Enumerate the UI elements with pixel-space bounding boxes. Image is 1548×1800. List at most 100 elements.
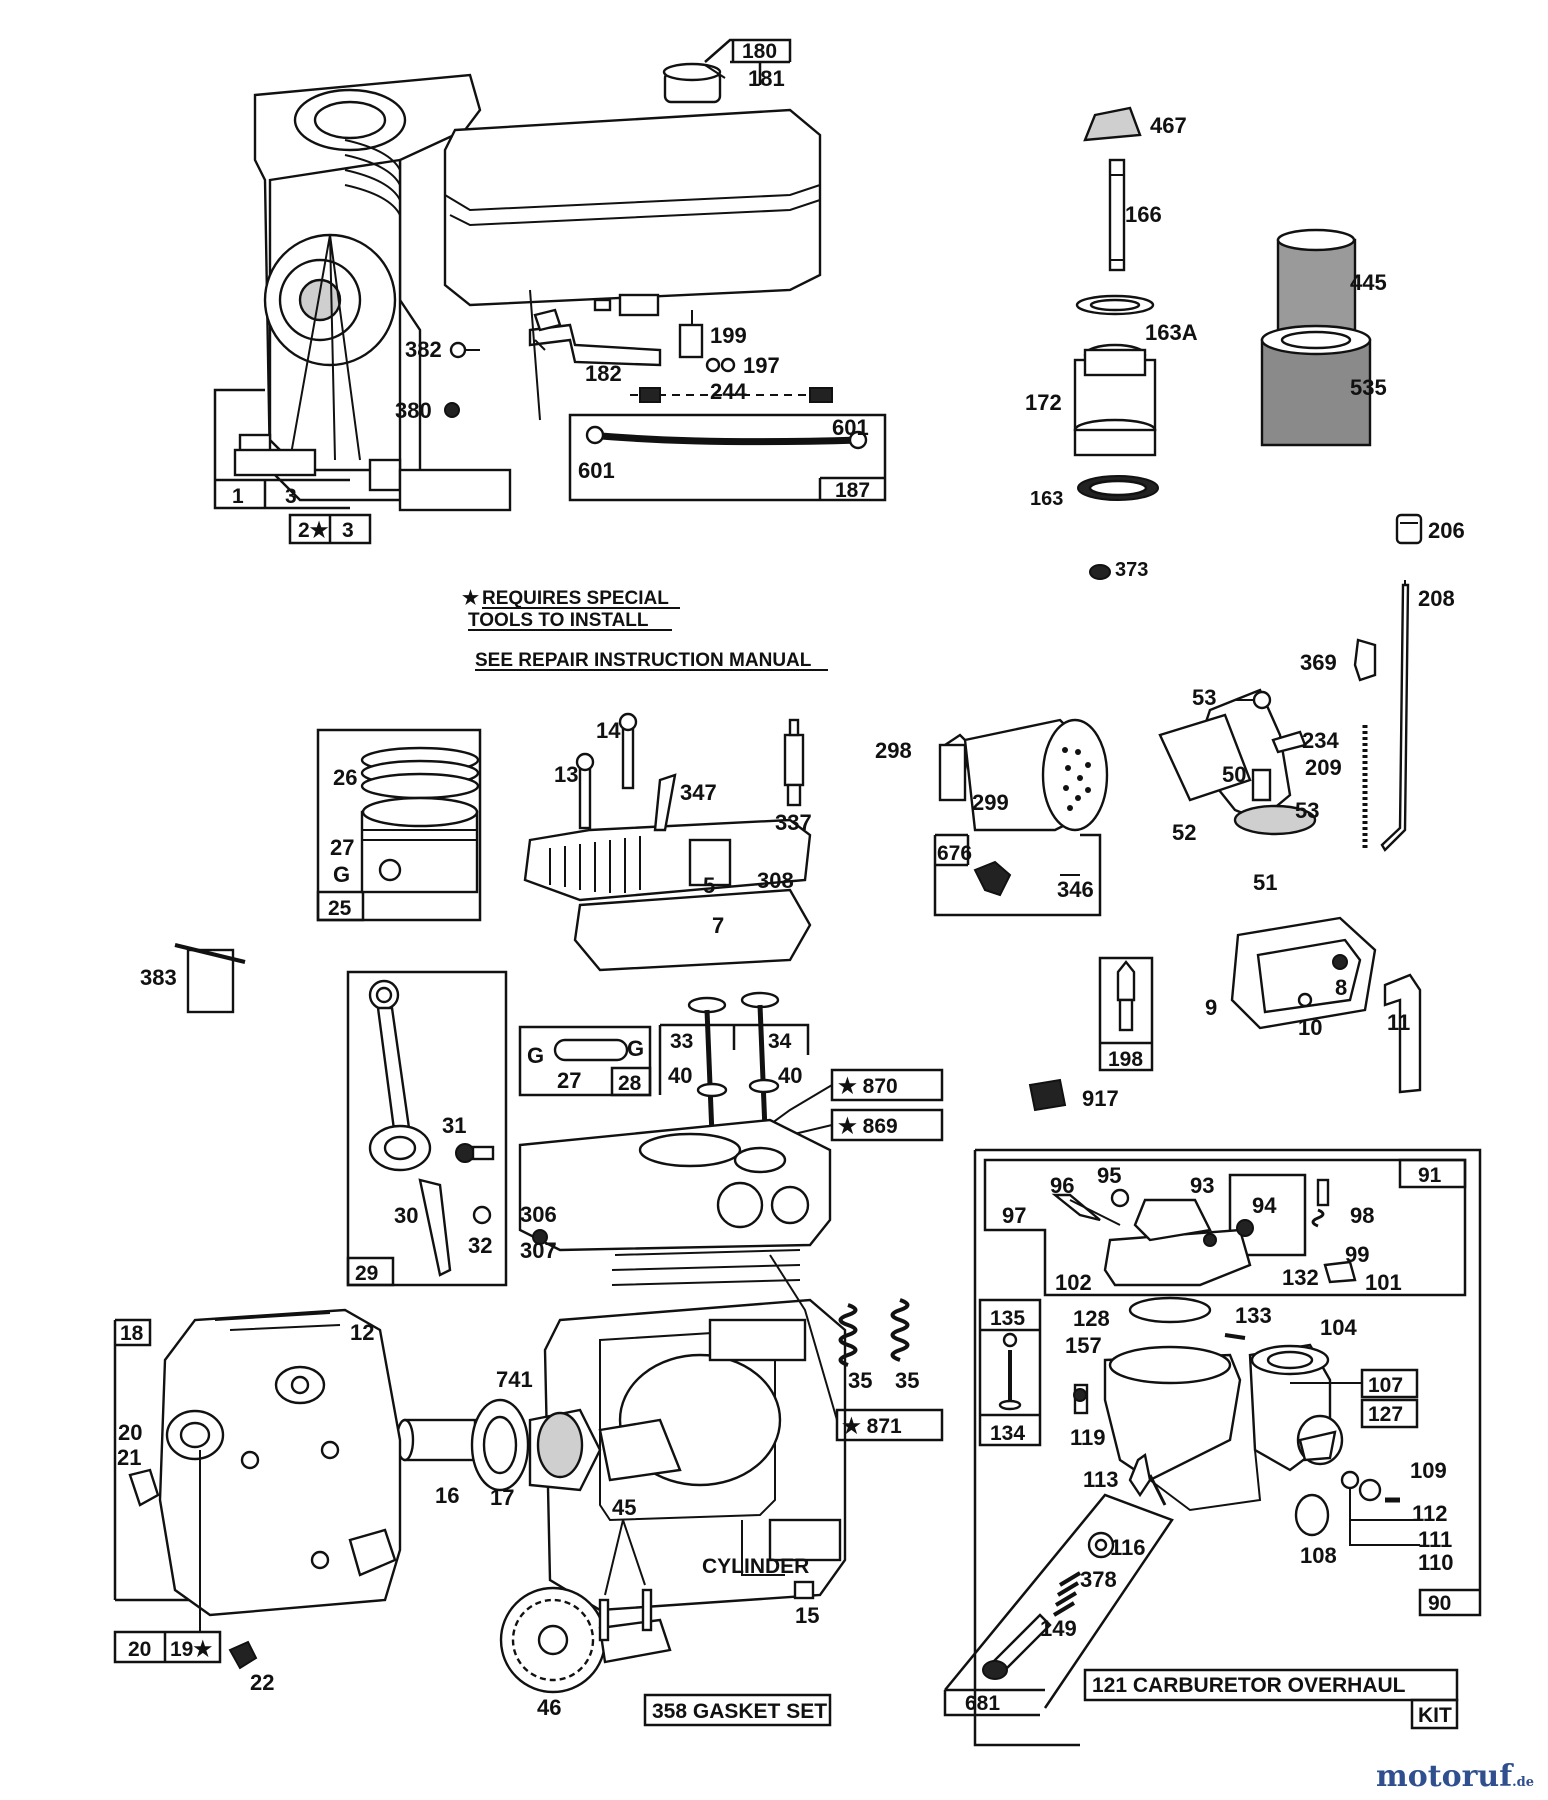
note-special-tools-line1: REQUIRES SPECIAL [482, 588, 669, 609]
label-109: 109 [1410, 1458, 1447, 1483]
label-45: 45 [612, 1495, 636, 1520]
label-163: 163 [1030, 488, 1063, 510]
watermark-brand: motoruf [1375, 1759, 1513, 1794]
label-26: 26 [333, 765, 357, 790]
label-20-bottom: 20 [128, 1638, 151, 1661]
label-19-star: 19★ [170, 1638, 212, 1661]
label-127: 127 [1368, 1403, 1403, 1426]
label-99: 99 [1345, 1242, 1369, 1267]
label-467: 467 [1150, 113, 1187, 138]
label-14: 14 [596, 718, 621, 743]
label-380: 380 [395, 398, 432, 423]
label-98: 98 [1350, 1203, 1374, 1228]
label-128: 128 [1073, 1306, 1110, 1331]
carburetor-body [998, 1178, 1420, 1546]
label-5: 5 [703, 873, 715, 898]
label-601-left: 601 [578, 458, 615, 483]
wrist-pin-box [518, 1025, 652, 1097]
label-18: 18 [120, 1322, 144, 1345]
label-741: 741 [496, 1367, 533, 1392]
watermark: motoruf.de [1376, 1759, 1534, 1794]
label-132: 132 [1282, 1265, 1319, 1290]
label-870: ★ 870 [838, 1075, 898, 1098]
label-25: 25 [328, 897, 352, 920]
label-29: 29 [355, 1262, 378, 1285]
note-repair-manual: SEE REPAIR INSTRUCTION MANUAL [475, 650, 812, 671]
label-108: 108 [1300, 1543, 1337, 1568]
label-306: 306 [520, 1202, 557, 1227]
label-917: 917 [1082, 1086, 1119, 1111]
label-46: 46 [537, 1695, 561, 1720]
label-3-top: 3 [285, 485, 297, 508]
label-676: 676 [937, 842, 972, 865]
label-119: 119 [1070, 1425, 1106, 1450]
label-17: 17 [490, 1485, 514, 1510]
label-198: 198 [1108, 1048, 1143, 1071]
label-27-pin: 27 [557, 1068, 581, 1093]
label-10: 10 [1298, 1015, 1322, 1040]
label-197: 197 [743, 353, 780, 378]
note-special-tools-line2: TOOLS TO INSTALL [468, 610, 649, 631]
label-2-star: 2★ [298, 519, 329, 542]
part-383 [174, 943, 246, 1014]
label-383: 383 [140, 965, 177, 990]
label-33: 33 [670, 1030, 693, 1053]
cylinder-head-parts [523, 712, 812, 972]
label-101: 101 [1365, 1270, 1402, 1295]
label-95: 95 [1097, 1163, 1121, 1188]
label-135: 135 [990, 1307, 1025, 1330]
label-346: 346 [1057, 877, 1094, 902]
fuel-tank-illustration [443, 62, 822, 317]
label-50: 50 [1222, 762, 1246, 787]
label-535: 535 [1350, 375, 1387, 400]
label-94: 94 [1252, 1193, 1277, 1218]
label-35-left: 35 [848, 1368, 872, 1393]
label-93: 93 [1190, 1173, 1214, 1198]
label-34: 34 [768, 1030, 792, 1053]
crankshaft-illustration [395, 1398, 682, 1492]
label-104: 104 [1320, 1315, 1357, 1340]
label-35-right: 35 [895, 1368, 919, 1393]
label-601-right: 601 [832, 415, 869, 440]
label-40-right: 40 [778, 1063, 802, 1088]
label-209: 209 [1305, 755, 1342, 780]
label-110: 110 [1418, 1550, 1454, 1575]
cylinder-block-illustration [518, 1118, 847, 1612]
label-187: 187 [835, 479, 870, 502]
label-299: 299 [972, 790, 1009, 815]
label-244: 244 [710, 379, 747, 404]
label-15: 15 [795, 1603, 819, 1628]
engine-block-illustration [233, 73, 512, 512]
label-182: 182 [585, 361, 622, 386]
label-31: 31 [442, 1113, 466, 1138]
block-label-boxes [213, 388, 372, 545]
label-308: 308 [757, 868, 794, 893]
circlip-g-glyph: G [333, 862, 350, 887]
label-206: 206 [1428, 518, 1465, 543]
star-glyph: ★ [462, 588, 479, 609]
air-filter-element [1260, 228, 1372, 447]
label-53-top: 53 [1192, 685, 1216, 710]
watermark-tld: .de [1512, 1775, 1534, 1790]
valve-springs [838, 1298, 910, 1367]
label-681: 681 [965, 1692, 1000, 1715]
label-16: 16 [435, 1483, 459, 1508]
carburetor-frame [973, 1148, 1482, 1747]
label-13: 13 [554, 762, 578, 787]
gasket-set-note: 358 GASKET SET [652, 1700, 827, 1723]
label-90: 90 [1428, 1592, 1451, 1615]
label-149: 149 [1040, 1616, 1077, 1641]
circlip-g-left-glyph: G [527, 1043, 544, 1068]
label-40-left: 40 [668, 1063, 692, 1088]
label-181: 181 [748, 66, 785, 91]
label-113: 113 [1083, 1467, 1119, 1492]
label-347: 347 [680, 780, 717, 805]
label-298: 298 [875, 738, 912, 763]
label-111: 111 [1418, 1527, 1452, 1552]
label-208: 208 [1418, 586, 1455, 611]
label-369: 369 [1300, 650, 1337, 675]
carburetor-kit-note-line2: KIT [1418, 1704, 1452, 1727]
label-116: 116 [1110, 1535, 1146, 1560]
label-28: 28 [618, 1072, 642, 1095]
